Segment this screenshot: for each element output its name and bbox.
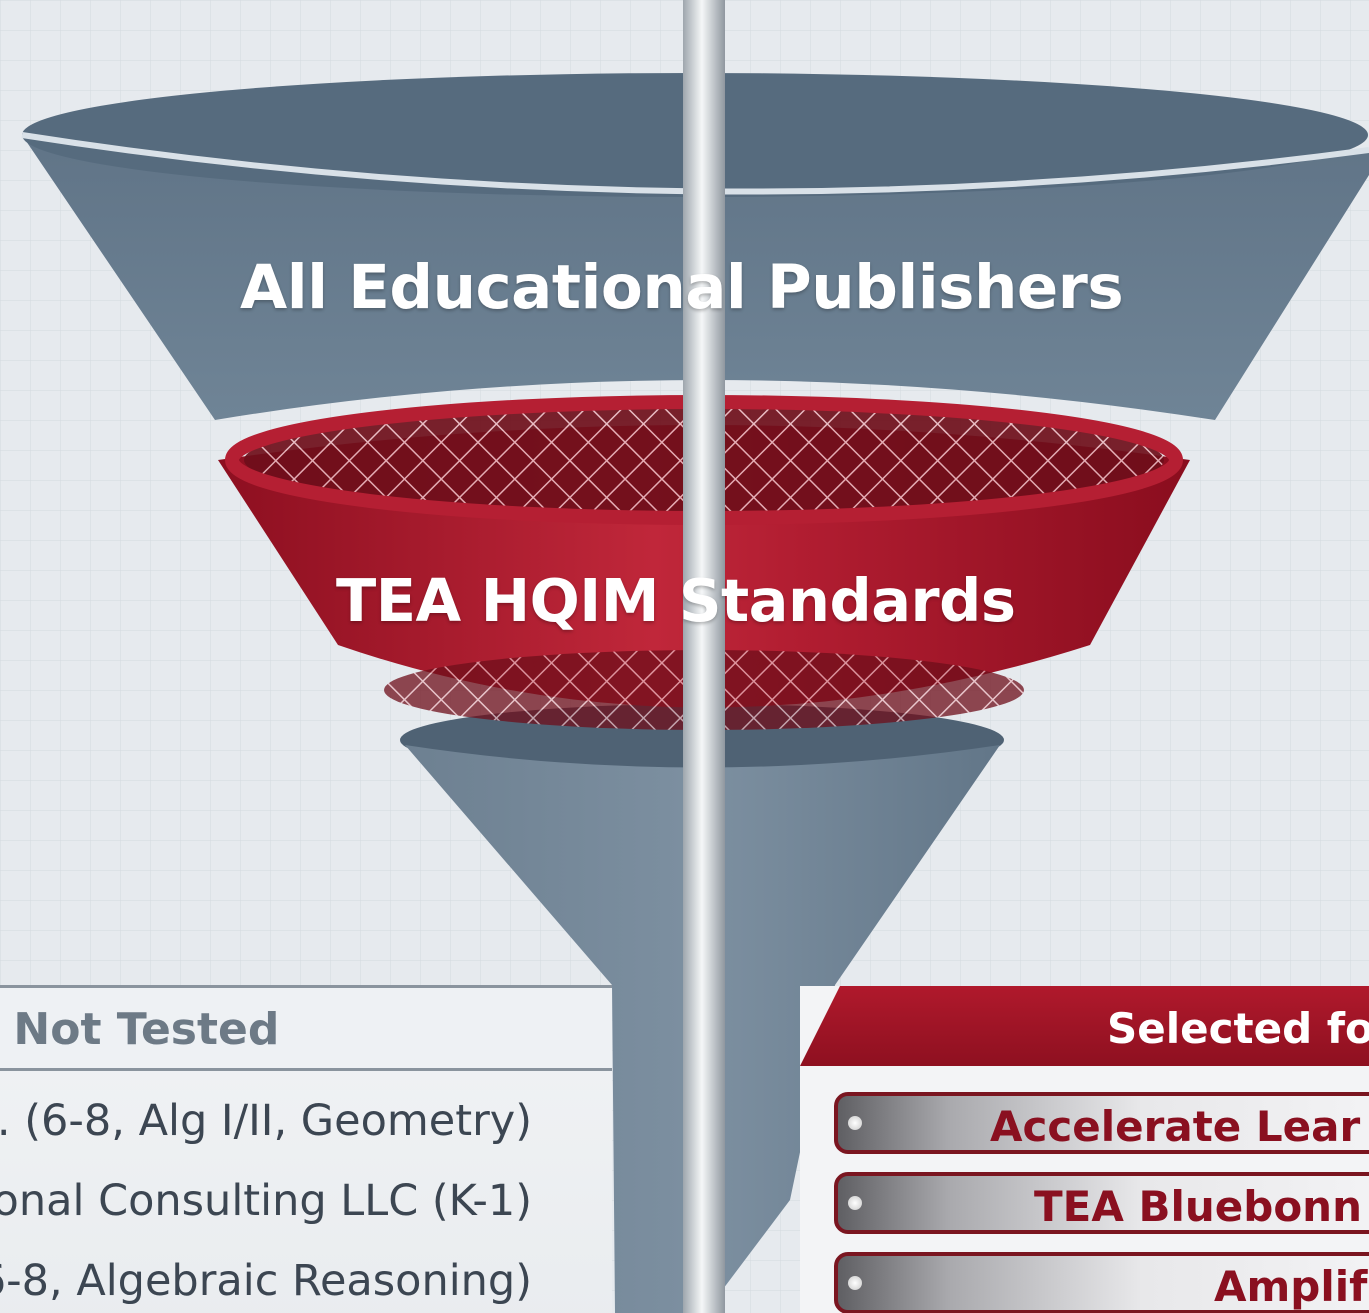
list-item: 6-8, Algebraic Reasoning) (0, 1256, 532, 1306)
selected-item: TEA Bluebonn (834, 1172, 1369, 1234)
not-tested-title: / Not Tested (0, 1004, 280, 1055)
list-item: . (6-8, Alg I/II, Geometry) (0, 1096, 532, 1146)
pill-dot-icon (848, 1116, 862, 1130)
not-tested-panel: / Not Tested . (6-8, Alg I/II, Geometry)… (0, 985, 612, 1313)
center-pole (683, 0, 725, 1313)
selected-item-label: Accelerate Lear (990, 1102, 1361, 1151)
not-tested-header: / Not Tested (0, 988, 612, 1071)
pill-dot-icon (848, 1276, 862, 1290)
selected-header: Selected fo (800, 986, 1369, 1066)
selected-panel: Selected fo Accelerate Lear TEA Bluebonn… (800, 986, 1369, 1313)
selected-item: Amplif (834, 1252, 1369, 1313)
list-item: onal Consulting LLC (K-1) (0, 1176, 532, 1226)
funnel-top-label: All Educational Publishers (240, 252, 1124, 323)
filter-label: TEA HQIM Standards (336, 566, 1016, 635)
selected-title: Selected fo (1107, 1004, 1369, 1053)
selected-item-label: TEA Bluebonn (1034, 1182, 1362, 1231)
not-tested-list: . (6-8, Alg I/II, Geometry) onal Consult… (0, 1096, 532, 1313)
selected-item-label: Amplif (1214, 1262, 1368, 1311)
pill-dot-icon (848, 1196, 862, 1210)
selected-item: Accelerate Lear (834, 1092, 1369, 1154)
